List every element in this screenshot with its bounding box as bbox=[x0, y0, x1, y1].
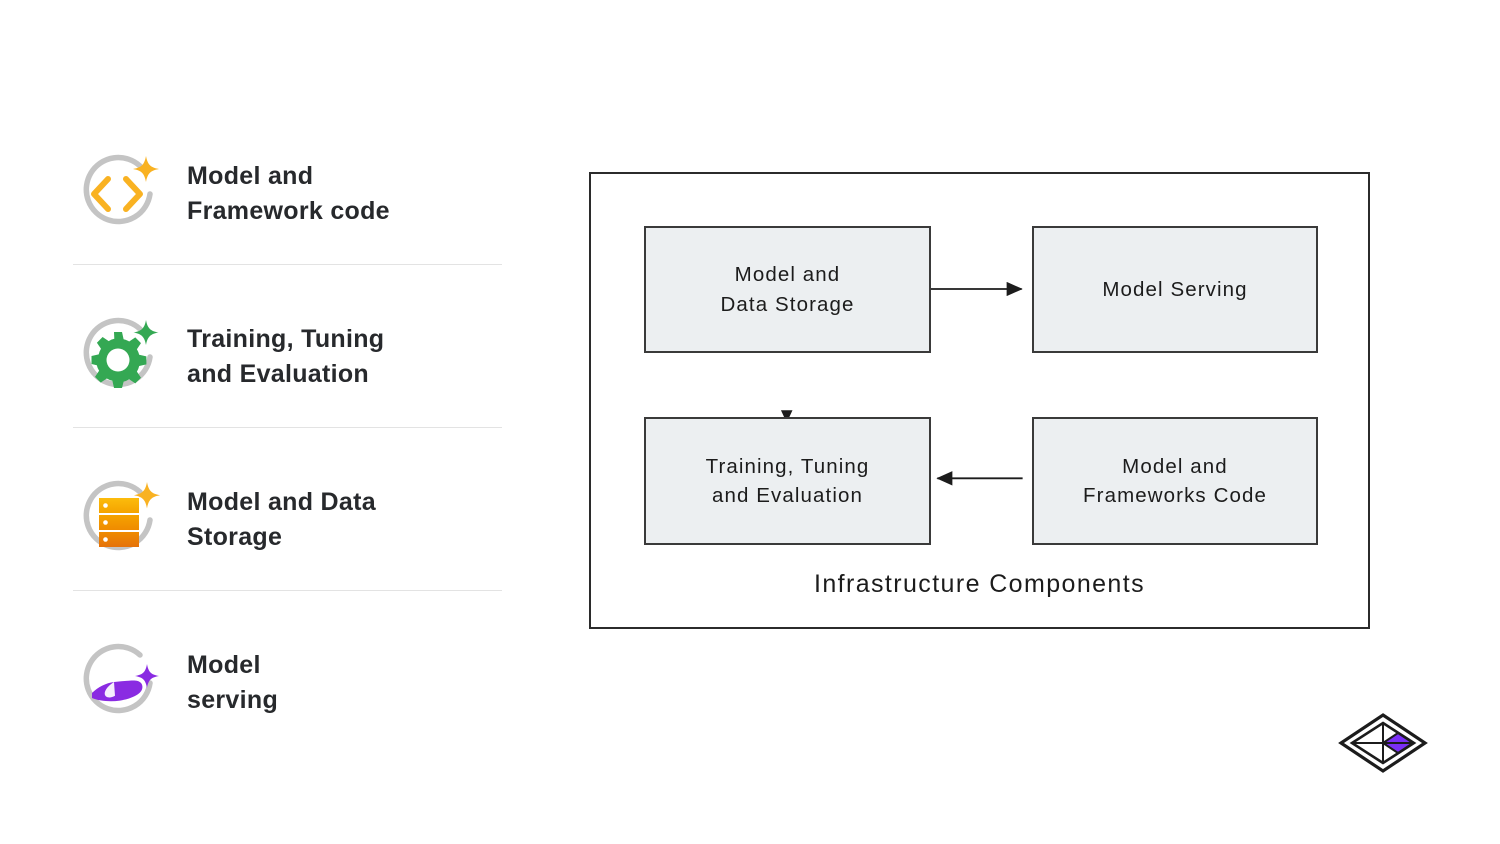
hand-serving-sparkle-icon bbox=[70, 635, 166, 731]
isometric-diamond-grid-logo bbox=[1338, 712, 1428, 774]
list-divider bbox=[73, 427, 502, 428]
list-item-model-framework-code[interactable]: Model and Framework code bbox=[70, 112, 520, 275]
list-divider bbox=[73, 590, 502, 591]
feature-list: Model and Framework code Training, Tunin… bbox=[70, 112, 520, 764]
list-item-model-serving[interactable]: Model serving bbox=[70, 601, 520, 764]
list-item-label: Training, Tuning and Evaluation bbox=[187, 325, 385, 388]
list-item-label: Model and Framework code bbox=[187, 162, 390, 225]
gear-sparkle-icon bbox=[70, 309, 166, 405]
list-divider bbox=[73, 264, 502, 265]
diagram-caption: Infrastructure Components bbox=[814, 570, 1145, 598]
list-item-model-data-storage[interactable]: Model and Data Storage bbox=[70, 438, 520, 601]
list-item-label: Model and Data Storage bbox=[187, 488, 376, 551]
infrastructure-components-diagram: Model and Data Storage Model Serving Tra… bbox=[589, 172, 1370, 629]
list-item-training-tuning-evaluation[interactable]: Training, Tuning and Evaluation bbox=[70, 275, 520, 438]
diagram-box-training-tuning-evaluation[interactable]: Training, Tuning and Evaluation bbox=[644, 417, 931, 545]
diagram-box-model-and-frameworks-code[interactable]: Model and Frameworks Code bbox=[1032, 417, 1318, 545]
diagram-box-model-and-data-storage[interactable]: Model and Data Storage bbox=[644, 226, 931, 353]
code-brackets-sparkle-icon bbox=[70, 146, 166, 242]
diagram-box-model-serving[interactable]: Model Serving bbox=[1032, 226, 1318, 353]
server-rack-sparkle-icon bbox=[70, 472, 166, 568]
list-item-label: Model serving bbox=[187, 651, 279, 714]
